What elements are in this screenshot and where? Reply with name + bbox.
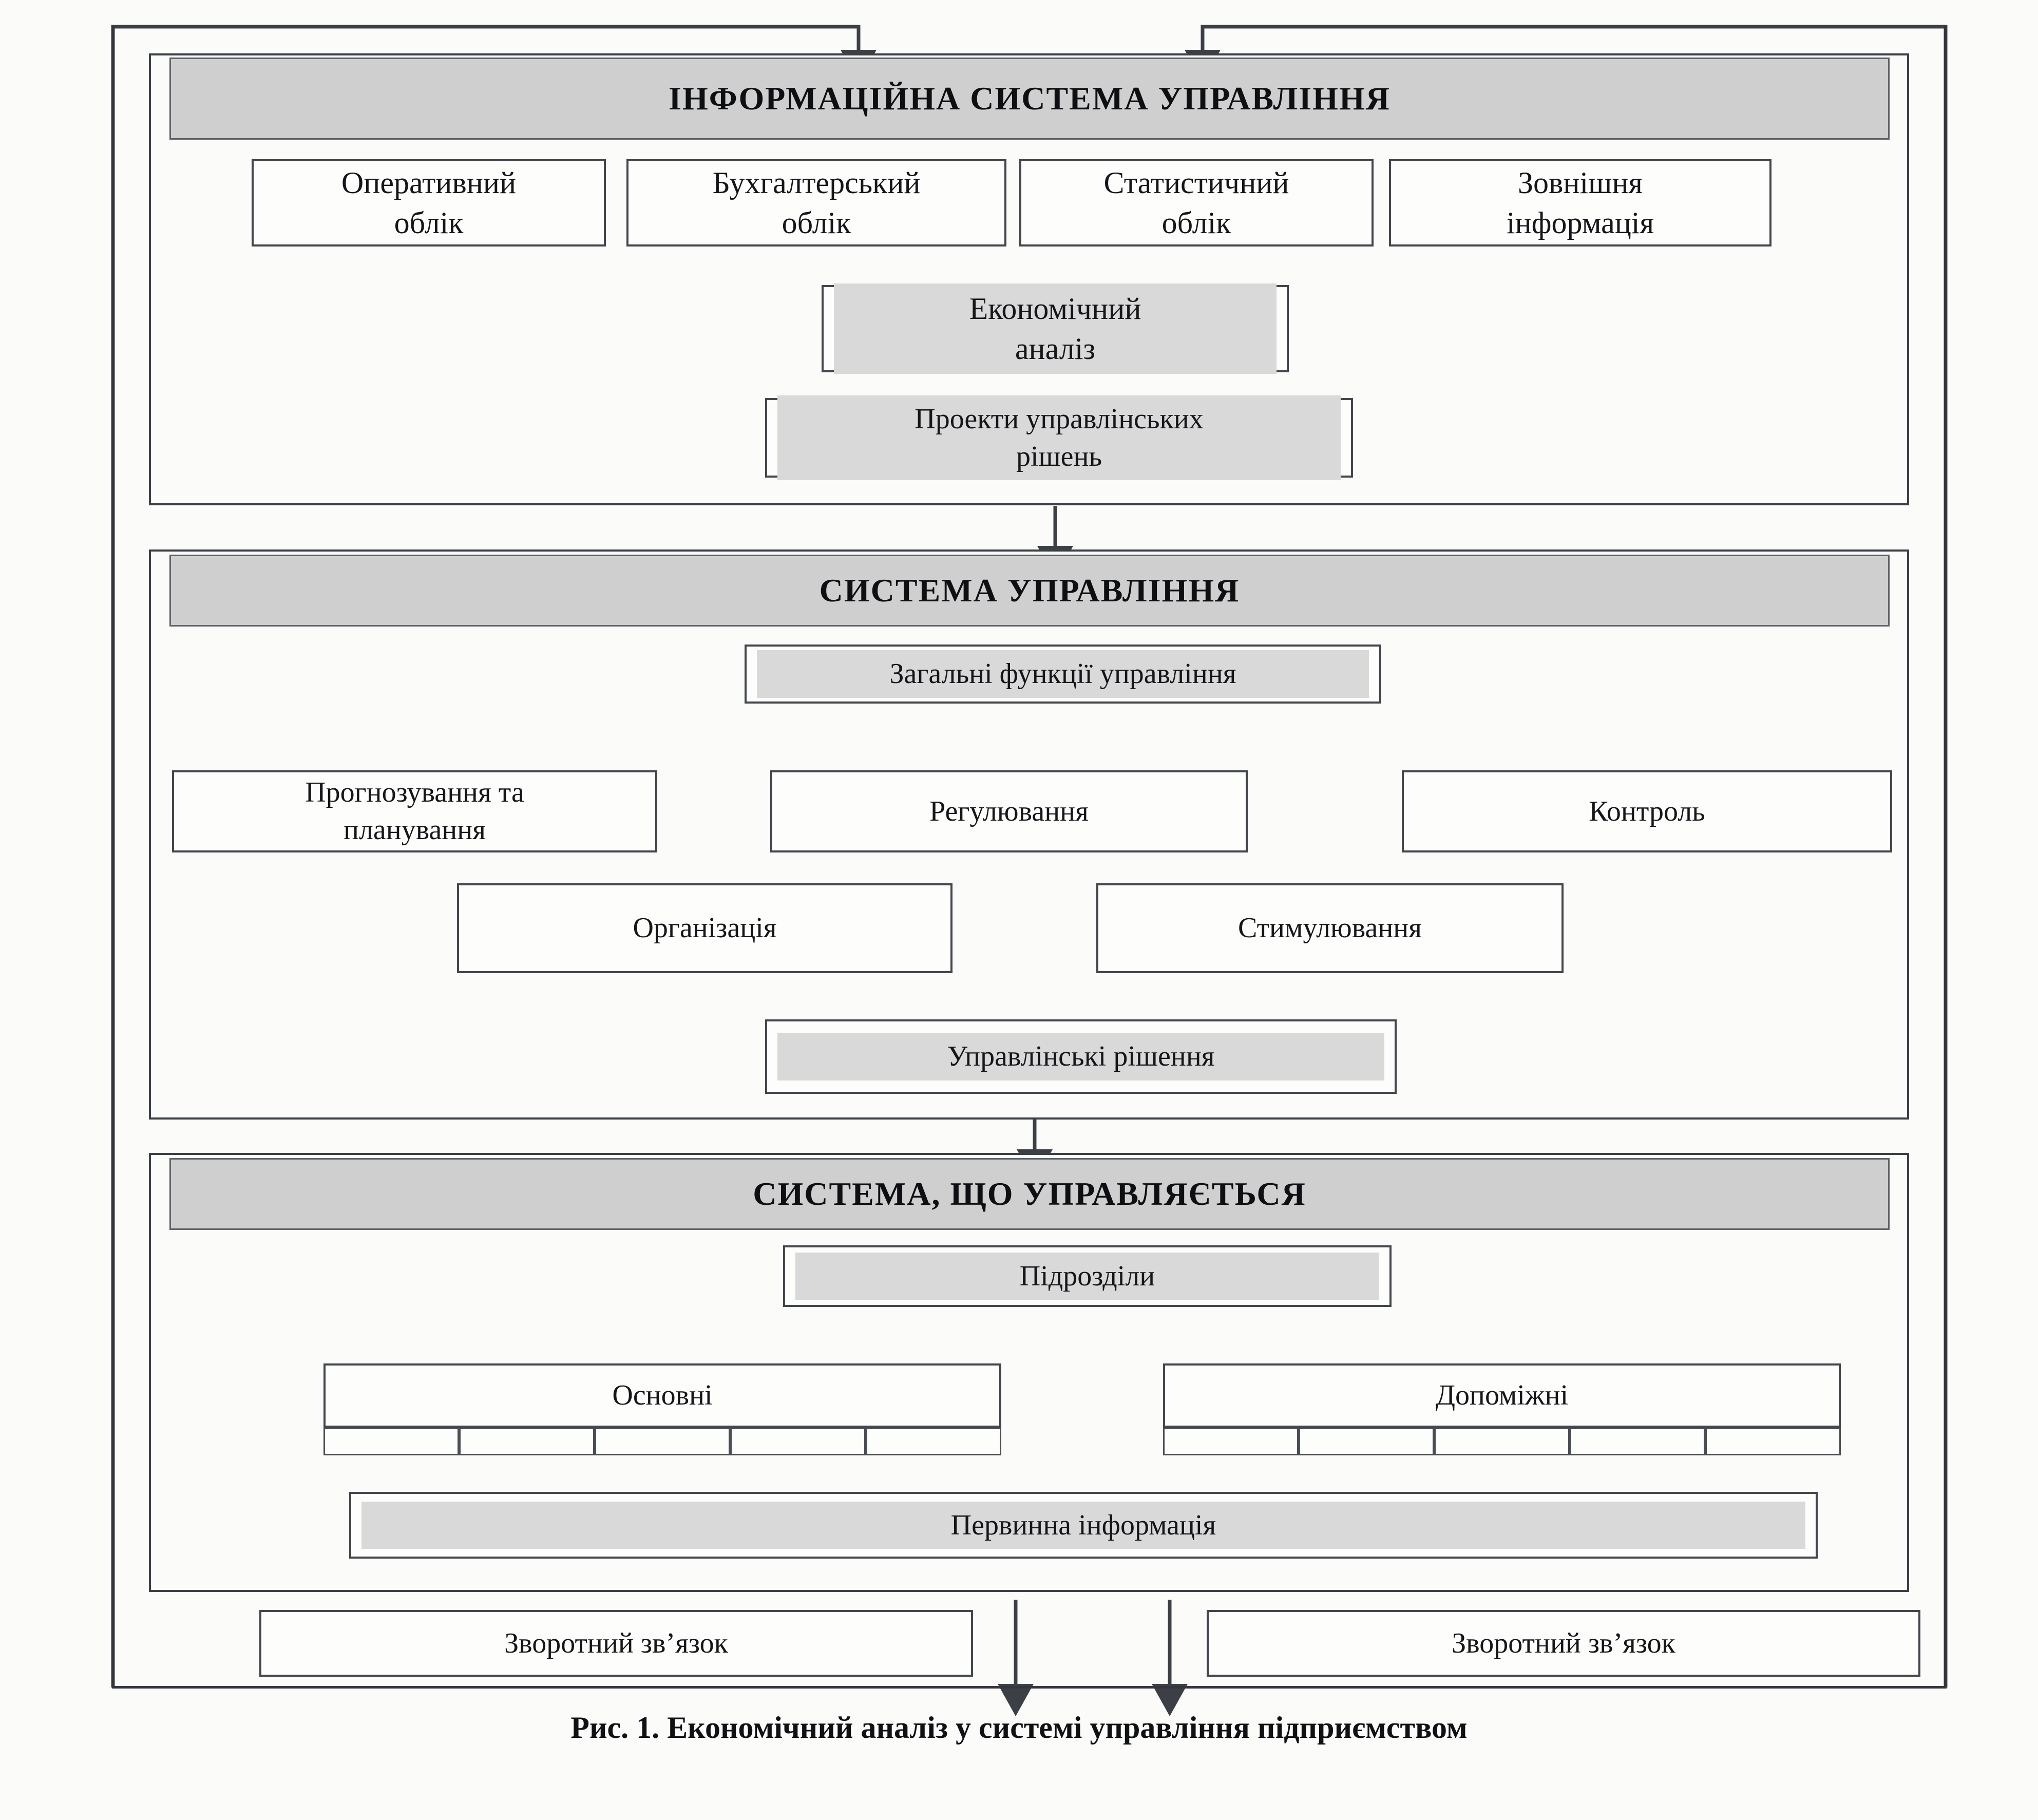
- node-forecasting-and-planning: Прогнозування та планування: [172, 770, 657, 852]
- node-label: Бухгалтерський облік: [712, 166, 921, 240]
- node-regulation: Регулювання: [770, 770, 1248, 852]
- node-organization: Організація: [457, 883, 953, 973]
- node-label: Зовнішня інформація: [1506, 166, 1654, 240]
- subcell-aux-1: [1163, 1428, 1299, 1455]
- node-label: Зворотний зв’язок: [1452, 1627, 1675, 1659]
- node-main-subdivisions: Основні: [323, 1363, 1001, 1428]
- node-management-decision-drafts: Проекти управлінських рішень: [765, 395, 1353, 481]
- node-label: Прогнозування та планування: [305, 776, 524, 846]
- subcell-main-1: [323, 1428, 459, 1455]
- node-label: Оперативний облік: [341, 166, 517, 240]
- subcell-main-2: [459, 1428, 595, 1455]
- node-label: Статистичний облік: [1103, 166, 1289, 240]
- subcell-aux-4: [1570, 1428, 1705, 1455]
- node-label: Підрозділи: [795, 1252, 1379, 1300]
- node-label: Проекти управлінських рішень: [777, 395, 1341, 481]
- node-label: Регулювання: [929, 795, 1089, 827]
- figure-caption: Рис. 1. Економічний аналіз у системі упр…: [570, 1711, 1468, 1745]
- node-control: Контроль: [1402, 770, 1892, 852]
- node-label: Економічний аналіз: [834, 283, 1277, 374]
- node-label: Організація: [633, 912, 777, 944]
- subcell-aux-2: [1299, 1428, 1434, 1455]
- node-primary-information: Первинна інформація: [349, 1492, 1818, 1559]
- node-feedback-left: Зворотний зв’язок: [259, 1610, 973, 1677]
- outer-frame: [112, 26, 1947, 1689]
- node-label: Первинна інформація: [361, 1501, 1805, 1549]
- node-auxiliary-subdivisions: Допоміжні: [1163, 1363, 1841, 1428]
- node-label: Контроль: [1589, 795, 1705, 827]
- node-label: Загальні функції управління: [757, 650, 1369, 698]
- node-feedback-right: Зворотний зв’язок: [1207, 1610, 1920, 1677]
- node-stimulation: Стимулювання: [1096, 883, 1564, 973]
- node-label: Управлінські рішення: [777, 1033, 1384, 1080]
- section-title-information-system: ІНФОРМАЦІЙНА СИСТЕМА УПРАВЛІННЯ: [169, 58, 1890, 140]
- node-general-management-functions: Загальні функції управління: [745, 644, 1381, 704]
- section-title-managed-system: СИСТЕМА, ЩО УПРАВЛЯЄТЬСЯ: [169, 1158, 1890, 1230]
- subcell-main-5: [866, 1428, 1001, 1455]
- subcell-aux-5: [1705, 1428, 1841, 1455]
- node-label: Зворотний зв’язок: [504, 1627, 728, 1659]
- node-economic-analysis: Економічний аналіз: [822, 283, 1289, 374]
- subcell-aux-3: [1434, 1428, 1570, 1455]
- node-management-decisions: Управлінські рішення: [765, 1019, 1397, 1094]
- node-statistical-accounting: Статистичний облік: [1019, 159, 1374, 247]
- node-label: Основні: [612, 1379, 713, 1412]
- node-subdivisions: Підрозділи: [783, 1245, 1392, 1307]
- node-operational-accounting: Оперативний облік: [252, 159, 606, 247]
- subcell-main-3: [595, 1428, 730, 1455]
- section-title-management-system: СИСТЕМА УПРАВЛІННЯ: [169, 555, 1890, 627]
- node-label: Стимулювання: [1237, 912, 1422, 944]
- subcell-main-4: [730, 1428, 866, 1455]
- node-bookkeeping-accounting: Бухгалтерський облік: [626, 159, 1006, 247]
- node-external-information: Зовнішня інформація: [1389, 159, 1772, 247]
- node-label: Допоміжні: [1435, 1379, 1569, 1412]
